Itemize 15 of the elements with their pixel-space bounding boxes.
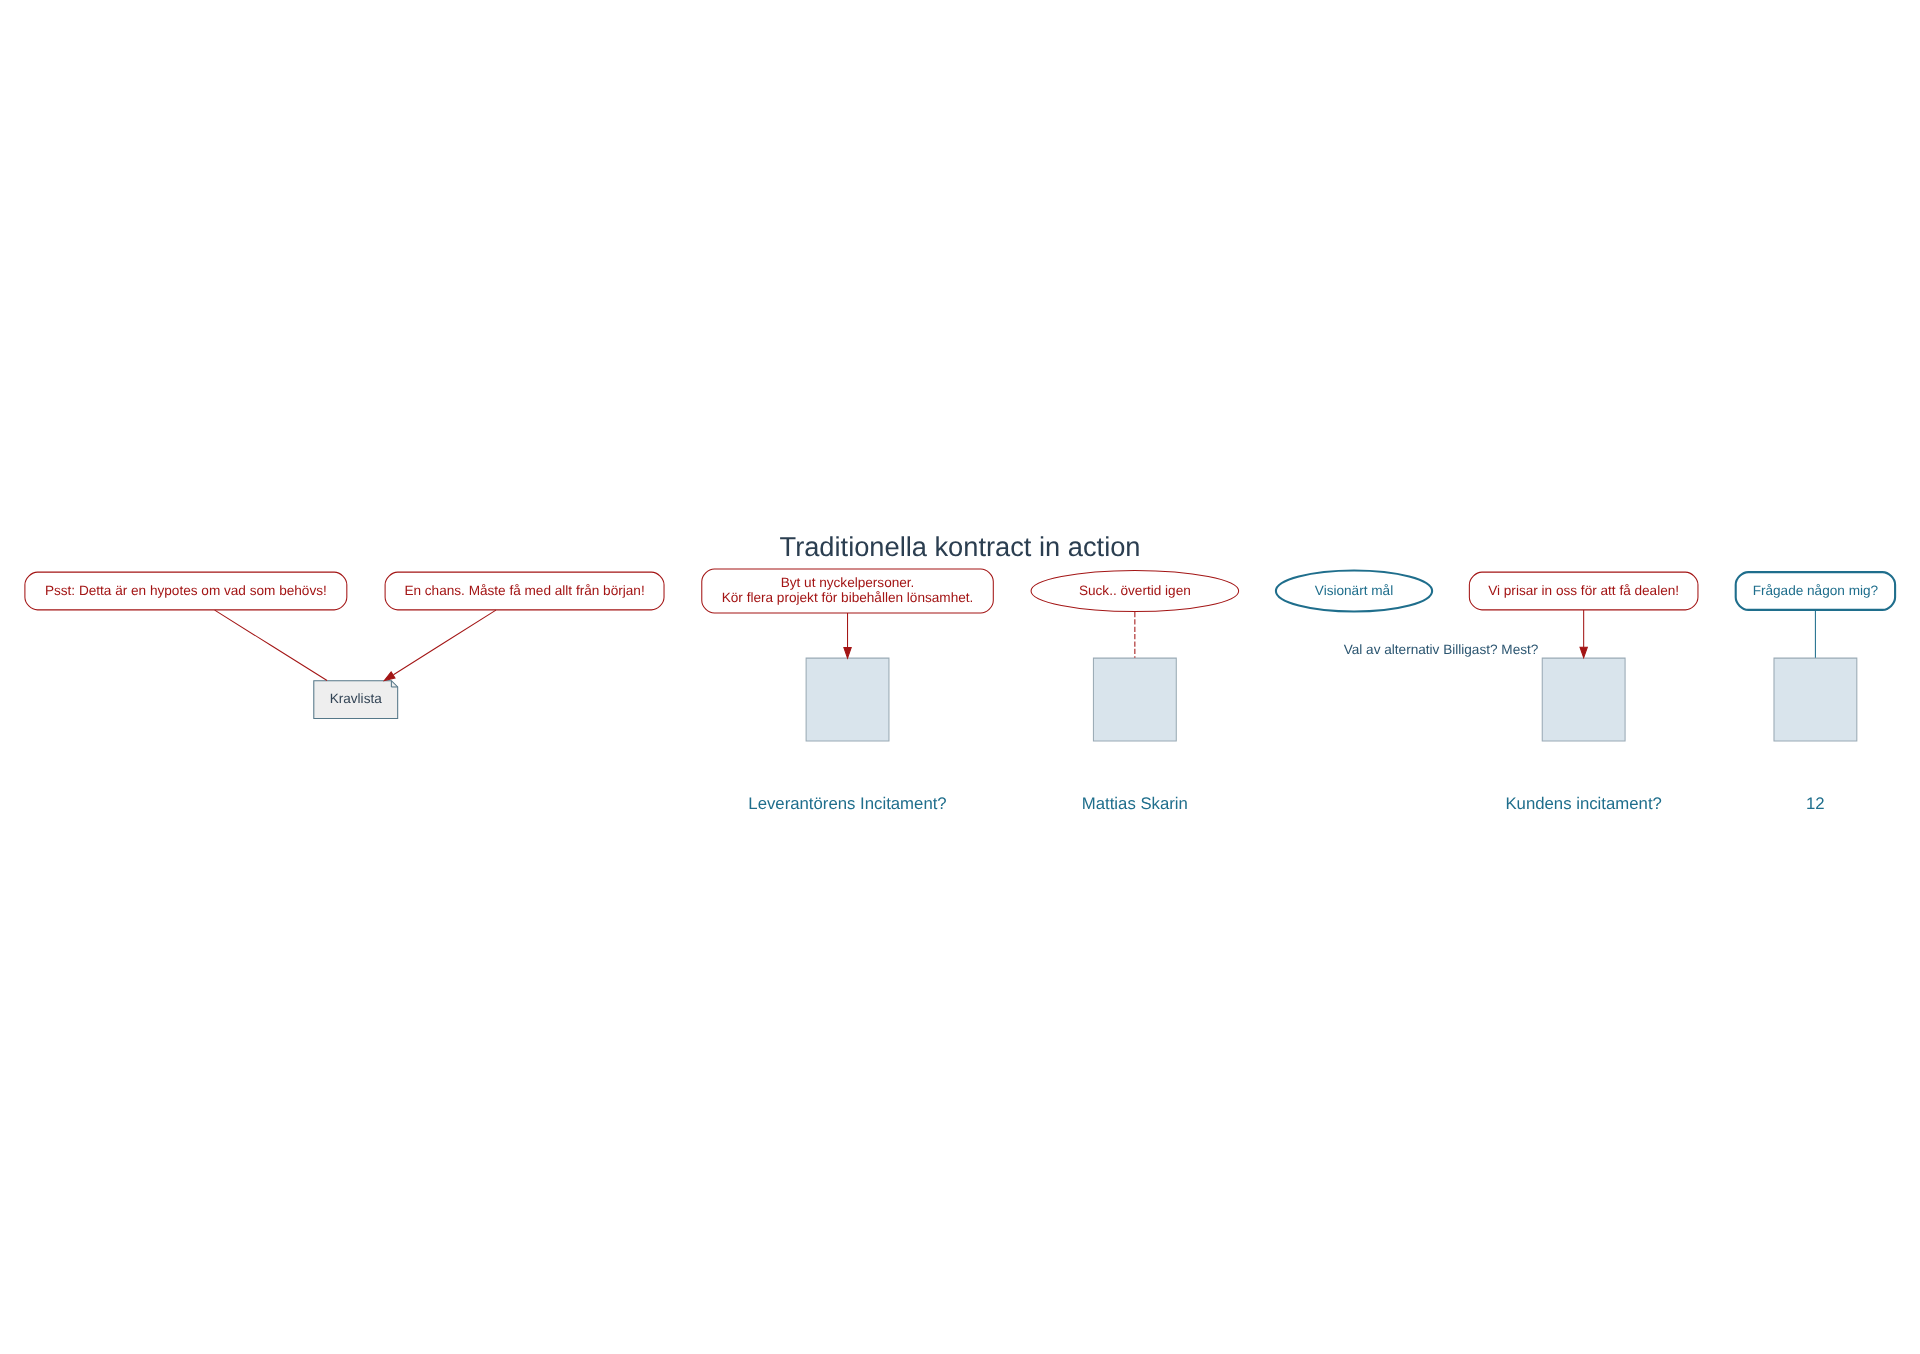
node-box xyxy=(1092,657,1177,742)
label: 12 xyxy=(1806,792,1825,813)
label: Kundens incitament? xyxy=(1505,792,1662,813)
arrow xyxy=(843,612,852,660)
connector xyxy=(1814,609,1816,659)
node-box xyxy=(805,657,890,742)
arrow xyxy=(382,609,497,682)
node-box xyxy=(1541,657,1626,742)
label: Mattias Skarin xyxy=(1081,792,1188,813)
arrow xyxy=(1579,609,1589,660)
connector xyxy=(1134,611,1136,659)
node-box xyxy=(1773,657,1858,742)
label: Leverantörens Incitament? xyxy=(748,792,947,813)
connector xyxy=(214,609,328,682)
diagram-title: Traditionella kontract in action xyxy=(779,532,1141,563)
